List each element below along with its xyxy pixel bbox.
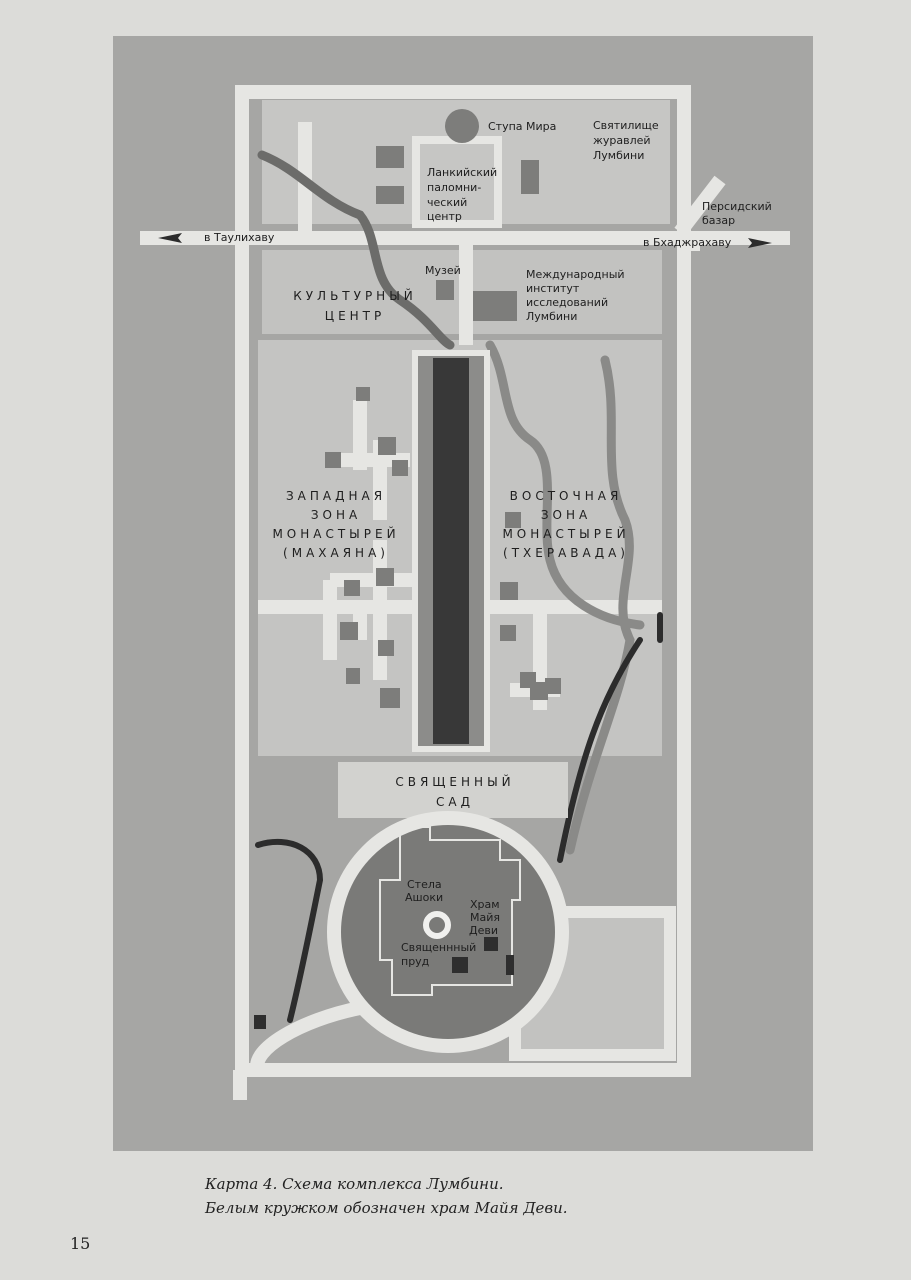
label-to-east: в Бхаджрахаву	[643, 236, 732, 249]
label-institute-2: институт	[526, 282, 580, 295]
canal	[433, 358, 469, 744]
label-east-zone-4: (ТХЕРАВАДА)	[503, 546, 629, 560]
label-lanka-1: Ланкийский	[427, 166, 497, 179]
label-garden-2: САД	[436, 795, 474, 809]
label-crane-2: журавлей	[593, 134, 651, 147]
label-pond-1: Священнный	[401, 941, 476, 954]
rivers	[255, 150, 663, 1023]
label-lanka-4: центр	[427, 210, 462, 223]
label-stela-2: Ашоки	[405, 891, 443, 904]
label-east-zone-3: МОНАСТЫРЕЙ	[502, 526, 629, 541]
label-crane-1: Святилище	[593, 119, 659, 132]
roads	[140, 85, 790, 1100]
label-garden-1: СВЯЩЕННЫЙ	[395, 774, 514, 789]
label-east-zone-1: ВОСТОЧНАЯ	[510, 489, 623, 503]
label-museum: Музей	[425, 264, 461, 277]
sacred-garden-zone	[338, 762, 568, 818]
label-stela-1: Стела	[407, 878, 442, 891]
dark-buildings	[254, 937, 514, 1029]
map-caption: Карта 4. Схема комплекса Лумбини. Белым …	[205, 1172, 568, 1220]
buildings	[325, 109, 561, 708]
label-culture-2: ЦЕНТР	[325, 309, 386, 323]
label-temple-2: Майя	[470, 911, 500, 924]
arrow-east-icon	[748, 238, 772, 248]
temple-enclosure	[379, 826, 521, 996]
label-temple-1: Храм	[470, 898, 500, 911]
label-crane-3: Лумбини	[593, 149, 644, 162]
label-lanka-3: ческий	[427, 196, 467, 209]
label-west-zone-3: МОНАСТЫРЕЙ	[272, 526, 399, 541]
label-to-west: в Таулихаву	[204, 231, 275, 244]
label-west-zone-2: ЗОНА	[311, 508, 361, 522]
lanka-center	[412, 136, 502, 228]
arrow-west-icon	[158, 233, 182, 243]
label-temple-3: Деви	[469, 924, 498, 937]
label-persian-1: Персидский	[702, 200, 772, 213]
label-pond-2: пруд	[401, 955, 430, 968]
label-lanka-2: паломни-	[427, 181, 481, 194]
label-institute-4: Лумбини	[526, 310, 577, 323]
label-west-zone-1: ЗАПАДНАЯ	[286, 489, 386, 503]
caption-line-1: Карта 4. Схема комплекса Лумбини.	[205, 1175, 504, 1193]
page-number: 15	[70, 1234, 91, 1253]
label-stupa: Ступа Мира	[488, 120, 556, 133]
label-culture-1: КУЛЬТУРНЫЙ	[293, 288, 417, 303]
label-east-zone-2: ЗОНА	[541, 508, 591, 522]
maya-devi-temple-marker	[423, 911, 451, 939]
label-institute-3: исследований	[526, 296, 608, 309]
label-institute-1: Международный	[526, 268, 625, 281]
label-persian-2: базар	[702, 214, 735, 227]
caption-line-2: Белым кружком обозначен храм Майя Деви.	[205, 1199, 568, 1217]
label-west-zone-4: (МАХАЯНА)	[283, 546, 389, 560]
